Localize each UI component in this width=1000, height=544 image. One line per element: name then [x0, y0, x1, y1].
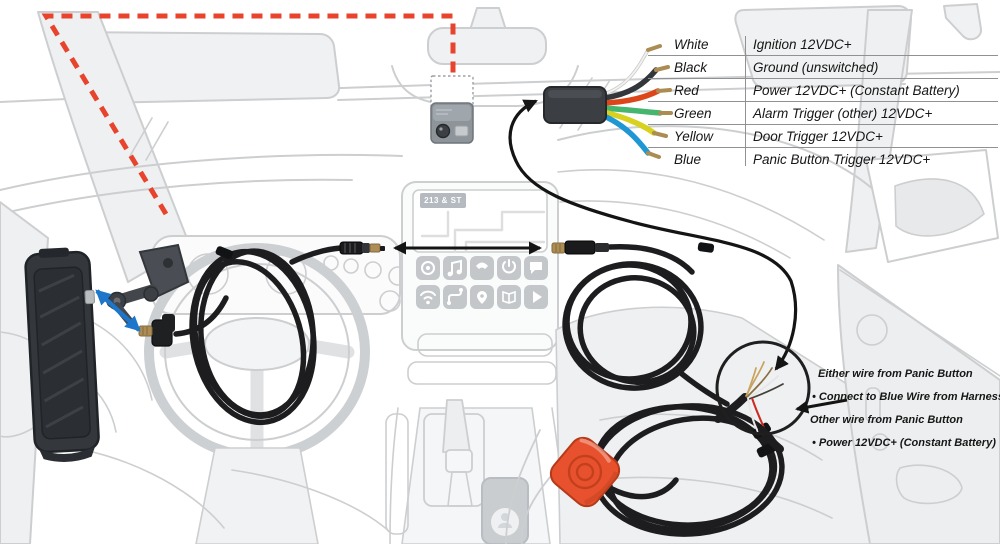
note-either-wire: Either wire from Panic Button: [818, 368, 973, 380]
monitor-port: [84, 289, 95, 305]
wire-legend: White Ignition 12VDC+ Black Ground (unsw…: [648, 33, 998, 169]
camera-mount-pad: [430, 75, 474, 108]
console-dock: [481, 477, 529, 544]
splice-pointer-arrow: [795, 398, 848, 414]
splice-highlight-circle: [715, 340, 811, 436]
wire-function: Door Trigger 12VDC+: [753, 128, 883, 144]
wire-name: Black: [674, 59, 708, 75]
left-a-pillar: [37, 11, 191, 283]
connector-gold-tip: [138, 325, 153, 337]
wire-black: [601, 67, 659, 101]
panic-button-notes: Either wire from Panic Button • Connect …: [810, 368, 1000, 460]
wire-splice-detail: [714, 340, 811, 453]
route-icon: [443, 285, 467, 309]
note-connect-blue: • Connect to Blue Wire from Harness: [812, 391, 1000, 403]
wire-function: Ground (unswitched): [753, 59, 879, 75]
gear-shifter: [423, 399, 485, 507]
legend-row-red: Red Power 12VDC+ (Constant Battery): [648, 78, 998, 101]
legend-divider: [745, 36, 746, 166]
wire-name: White: [674, 36, 709, 52]
power-icon: [497, 256, 521, 280]
wire-function: Ignition 12VDC+: [753, 36, 852, 52]
wire-white: [603, 49, 649, 95]
right-a-pillar: [845, 9, 913, 253]
monitor-cable-coil: [173, 245, 347, 426]
grab-handle: [943, 3, 983, 41]
steering-wheel: [144, 243, 370, 544]
harness-link-arrow: [508, 99, 798, 371]
wire-name: Blue: [674, 151, 702, 167]
camera-lens: [435, 123, 451, 139]
legend-row-black: Black Ground (unswitched): [648, 55, 998, 78]
monitor-device: [24, 247, 100, 462]
frayed-wires: [745, 361, 784, 400]
rearview-mirror: [427, 27, 547, 65]
phone-icon: [470, 256, 494, 280]
cable-coils: [173, 243, 785, 537]
extension-cable-coil: [562, 243, 730, 407]
right-door: [837, 149, 1000, 544]
mount-adjust-arrow: [95, 289, 141, 332]
legend-row-yellow: Yellow Door Trigger 12VDC+: [648, 124, 998, 147]
wire-name: Red: [674, 82, 699, 98]
wire-name: Yellow: [674, 128, 714, 144]
wire-function: Panic Button Trigger 12VDC+: [753, 151, 931, 167]
wire-name: Green: [674, 105, 712, 121]
right-cable-connector: [551, 240, 609, 255]
splice-white-wire: [747, 397, 759, 433]
note-power: • Power 12VDC+ (Constant Battery): [812, 437, 996, 449]
wire-function: Alarm Trigger (other) 12VDC+: [753, 105, 933, 121]
legend-row-white: White Ignition 12VDC+: [648, 33, 998, 55]
nav-street-badge: 213 & ST: [420, 193, 466, 208]
wire-white-edge: [602, 48, 650, 96]
legend-row-green: Green Alarm Trigger (other) 12VDC+: [648, 101, 998, 124]
left-cable-connector: [339, 241, 385, 255]
windshield-camera: [430, 75, 474, 144]
note-other-wire: Other wire from Panic Button: [810, 414, 963, 426]
legend-row-blue: Blue Panic Button Trigger 12VDC+: [648, 147, 998, 170]
right-angle-connector: [138, 314, 175, 347]
music-icon: [443, 256, 467, 280]
route-dashed-line: [41, 13, 456, 216]
wire-function: Power 12VDC+ (Constant Battery): [753, 82, 960, 98]
panic-button: [549, 436, 621, 508]
